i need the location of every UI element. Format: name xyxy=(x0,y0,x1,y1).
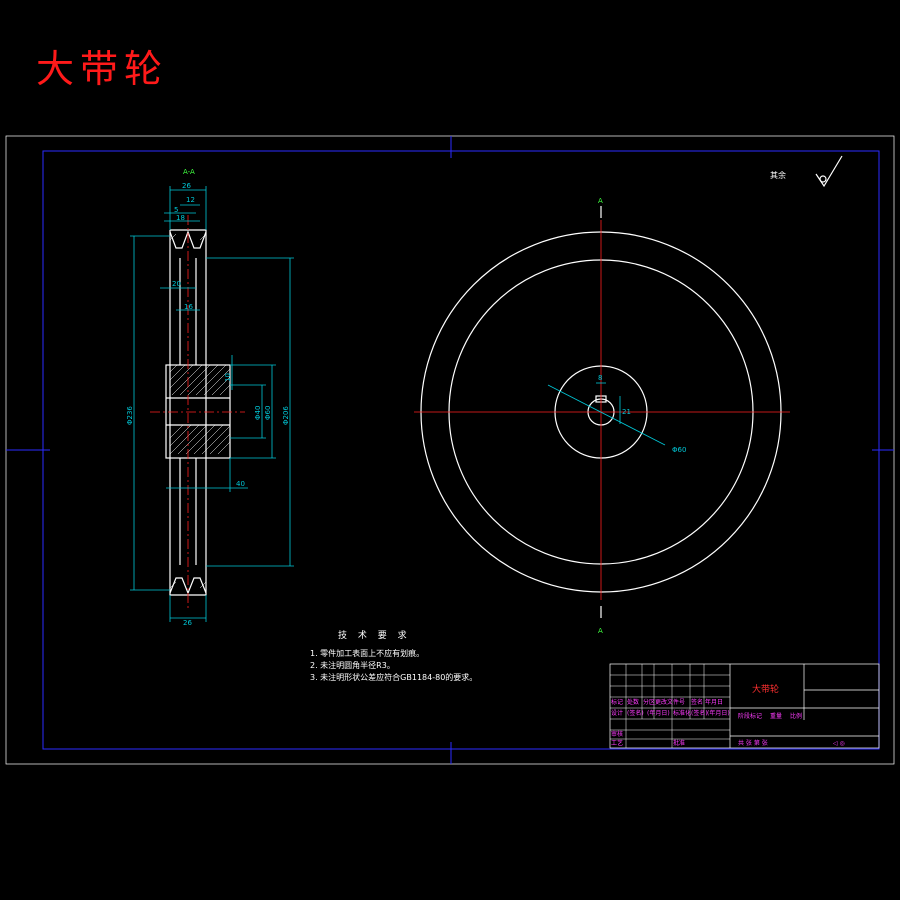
svg-text:处数: 处数 xyxy=(627,698,639,706)
svg-text:共 张 第 张: 共 张 第 张 xyxy=(738,739,768,747)
svg-text:(年月日): (年月日) xyxy=(707,709,730,717)
svg-text:Φ60: Φ60 xyxy=(264,406,272,420)
svg-text:标记: 标记 xyxy=(611,698,623,706)
tech-requirements: 技 术 要 求 1. 零件加工表面上不应有划痕。 2. 未注明圆角半径R3。 3… xyxy=(310,629,477,682)
svg-text:(签名): (签名) xyxy=(627,709,644,717)
svg-text:Φ206: Φ206 xyxy=(282,406,290,425)
svg-text:(年月日): (年月日) xyxy=(647,709,670,717)
svg-text:审核: 审核 xyxy=(611,730,623,738)
svg-text:工艺: 工艺 xyxy=(611,739,623,747)
svg-text:Φ60: Φ60 xyxy=(672,446,686,454)
svg-text:40: 40 xyxy=(236,480,245,488)
svg-text:(签名): (签名) xyxy=(691,709,708,717)
svg-text:18: 18 xyxy=(176,214,185,222)
svg-text:◁ ◎: ◁ ◎ xyxy=(833,740,845,747)
svg-text:20: 20 xyxy=(172,280,181,288)
svg-text:2. 未注明圆角半径R3。: 2. 未注明圆角半径R3。 xyxy=(310,660,395,670)
inner-frame xyxy=(42,150,880,750)
svg-text:大带轮: 大带轮 xyxy=(752,683,779,695)
svg-text:年月日: 年月日 xyxy=(705,698,723,706)
drawing-title: 大带轮 xyxy=(36,47,169,91)
section-mark-top: A xyxy=(598,197,603,205)
title-block: 大带轮 标记 处数 分区 更改文件号 签名 年月日 设计 (签名) (年月日) … xyxy=(609,663,880,749)
section-label: A-A xyxy=(183,168,195,176)
svg-text:1. 零件加工表面上不应有划痕。: 1. 零件加工表面上不应有划痕。 xyxy=(310,648,424,658)
svg-text:标准化: 标准化 xyxy=(673,709,691,717)
section-view: A-A xyxy=(126,168,294,627)
svg-text:比例: 比例 xyxy=(790,712,802,720)
svg-text:更改文件号: 更改文件号 xyxy=(655,698,685,706)
svg-text:10: 10 xyxy=(224,373,232,382)
svg-text:签名: 签名 xyxy=(691,698,703,706)
svg-text:批准: 批准 xyxy=(673,739,685,747)
svg-text:分区: 分区 xyxy=(643,698,655,706)
svg-text:8: 8 xyxy=(598,374,602,382)
svg-text:26: 26 xyxy=(183,619,192,627)
svg-text:12: 12 xyxy=(186,196,195,204)
svg-text:5: 5 xyxy=(174,206,178,214)
svg-text:设计: 设计 xyxy=(611,709,623,717)
svg-text:Φ236: Φ236 xyxy=(126,406,134,425)
roughness-note: 其余 xyxy=(770,170,786,180)
svg-text:技 术 要 求: 技 术 要 求 xyxy=(338,629,411,641)
svg-text:21: 21 xyxy=(622,408,631,416)
outer-frame xyxy=(5,135,895,765)
svg-text:26: 26 xyxy=(182,182,191,190)
svg-text:Φ40: Φ40 xyxy=(254,406,262,420)
section-mark-bottom: A xyxy=(598,627,603,635)
svg-text:阶段标记: 阶段标记 xyxy=(738,712,762,720)
svg-text:3. 未注明形状公差应符合GB1184-80的要求。: 3. 未注明形状公差应符合GB1184-80的要求。 xyxy=(310,672,477,682)
front-view: A A Φ60 8 21 xyxy=(414,197,790,635)
svg-text:16: 16 xyxy=(184,303,193,311)
svg-text:重量: 重量 xyxy=(770,712,782,720)
